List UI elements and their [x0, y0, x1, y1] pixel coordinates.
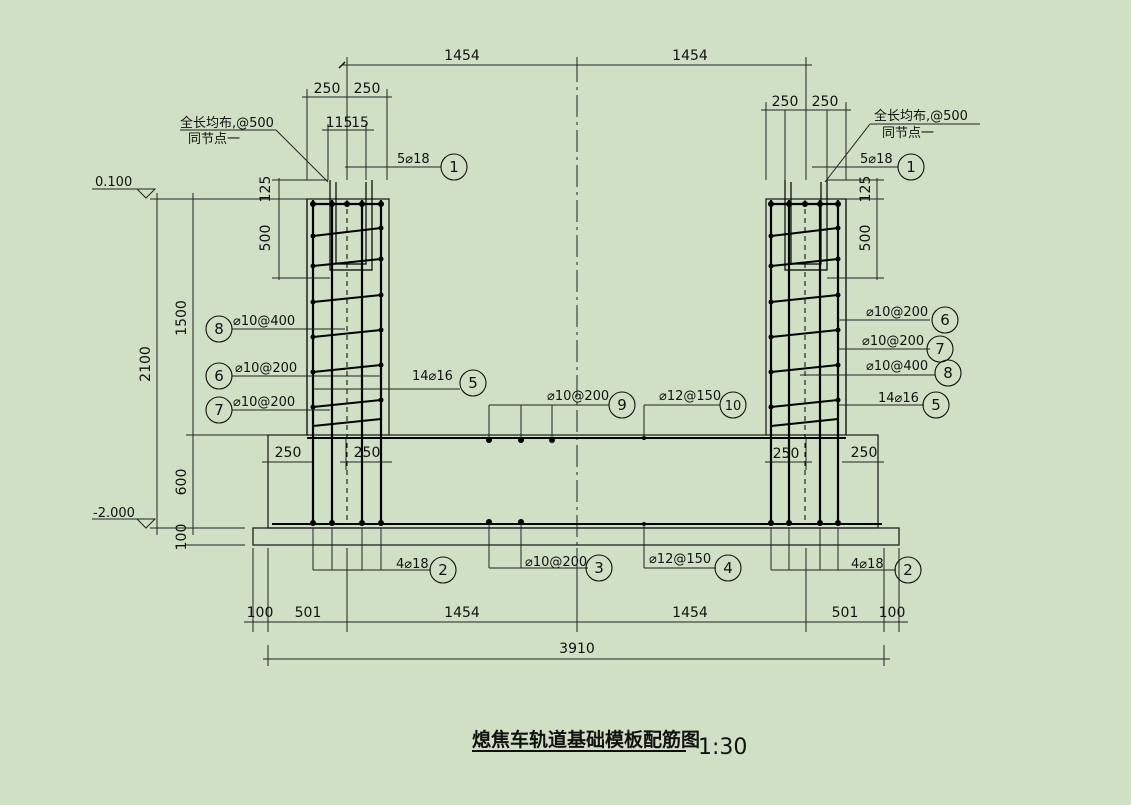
label-7-left: ⌀10@200	[233, 395, 295, 410]
concrete-outline	[252, 198, 900, 546]
dim-top-1454-left: 1454	[444, 48, 480, 64]
dim-bot-1454-left: 1454	[444, 605, 480, 621]
dim-base-250-4: 250	[851, 445, 878, 461]
marker-7-left: 7	[214, 401, 224, 419]
dimension-lines	[92, 57, 980, 666]
marker-9: 9	[617, 396, 627, 414]
label-6-right: ⌀10@200	[866, 305, 928, 320]
dim-bot-100-right: 100	[879, 605, 906, 621]
label-9: ⌀10@200	[547, 389, 609, 404]
label-7-right: ⌀10@200	[862, 334, 924, 349]
dim-small-115: 115	[326, 115, 353, 131]
dim-v-500-left: 500	[258, 225, 274, 252]
dim-small-15: 15	[351, 115, 369, 131]
note-left-line2: 同节点一	[188, 132, 240, 147]
marker-5-left: 5	[468, 374, 478, 392]
elevation-top: 0.100	[95, 175, 132, 190]
dim-base-250-2: 250	[354, 445, 381, 461]
dim-bot-100-left: 100	[247, 605, 274, 621]
label-10: ⌀12@150	[659, 389, 721, 404]
label-8-right: ⌀10@400	[866, 359, 928, 374]
elevation-bottom: -2.000	[93, 506, 135, 521]
marker-7-right: 7	[935, 340, 945, 358]
right-wall-rebar	[769, 180, 840, 525]
left-wall-rebar	[311, 180, 383, 525]
marker-10: 10	[725, 399, 742, 414]
drawing-scale: 1:30	[698, 735, 747, 760]
slab-rebar	[272, 437, 882, 525]
dim-bot-501-right: 501	[832, 605, 859, 621]
dim-wall-left-a: 250	[314, 81, 341, 97]
label-3: ⌀10@200	[525, 555, 587, 570]
cushion-layer	[252, 527, 900, 546]
label-5-right: 14⌀16	[878, 391, 919, 406]
marker-4: 4	[723, 559, 733, 577]
drawing-title: 熄焦车轨道基础模板配筋图	[472, 728, 700, 751]
marker-6-left: 6	[214, 367, 224, 385]
dim-v-600: 600	[174, 469, 190, 496]
marker-3: 3	[594, 559, 604, 577]
marker-circles	[205, 153, 962, 584]
slab-bars	[486, 436, 646, 526]
dim-v-100: 100	[174, 524, 190, 551]
dim-v-500-right: 500	[858, 225, 874, 252]
dim-top-1454-right: 1454	[672, 48, 708, 64]
dim-base-250-1: 250	[275, 445, 302, 461]
marker-8-left: 8	[214, 320, 224, 338]
dim-v-2100: 2100	[138, 346, 154, 382]
label-8-left: ⌀10@400	[233, 314, 295, 329]
marker-1-right: 1	[906, 158, 916, 176]
dim-wall-right-a: 250	[772, 94, 799, 110]
dim-v-1500: 1500	[174, 300, 190, 336]
label-top-right: 5⌀18	[860, 152, 893, 167]
marker-8-right: 8	[943, 364, 953, 382]
label-5-left: 14⌀16	[412, 369, 453, 384]
dim-wall-right-b: 250	[812, 94, 839, 110]
dim-v-125-right: 125	[858, 176, 874, 203]
note-right-line2: 同节点一	[882, 126, 934, 141]
dim-base-250-3: 250	[773, 446, 800, 462]
dim-bot-501-left: 501	[295, 605, 322, 621]
note-right-line1: 全长均布,@500	[874, 108, 968, 124]
note-left-line1: 全长均布,@500	[180, 115, 274, 131]
marker-5-right: 5	[931, 396, 941, 414]
marker-1-left: 1	[449, 158, 459, 176]
marker-6-right: 6	[940, 311, 950, 329]
label-6-left: ⌀10@200	[235, 361, 297, 376]
dim-total-3910: 3910	[559, 641, 595, 657]
dim-v-125-left: 125	[258, 176, 274, 203]
label-4: ⌀12@150	[649, 552, 711, 567]
dim-wall-left-b: 250	[354, 81, 381, 97]
marker-2-left: 2	[438, 561, 448, 579]
marker-2-right: 2	[903, 561, 913, 579]
label-2-right: 4⌀18	[851, 557, 884, 572]
label-2-left: 4⌀18	[396, 557, 429, 572]
dim-bot-1454-right: 1454	[672, 605, 708, 621]
label-top-left: 5⌀18	[397, 152, 430, 167]
